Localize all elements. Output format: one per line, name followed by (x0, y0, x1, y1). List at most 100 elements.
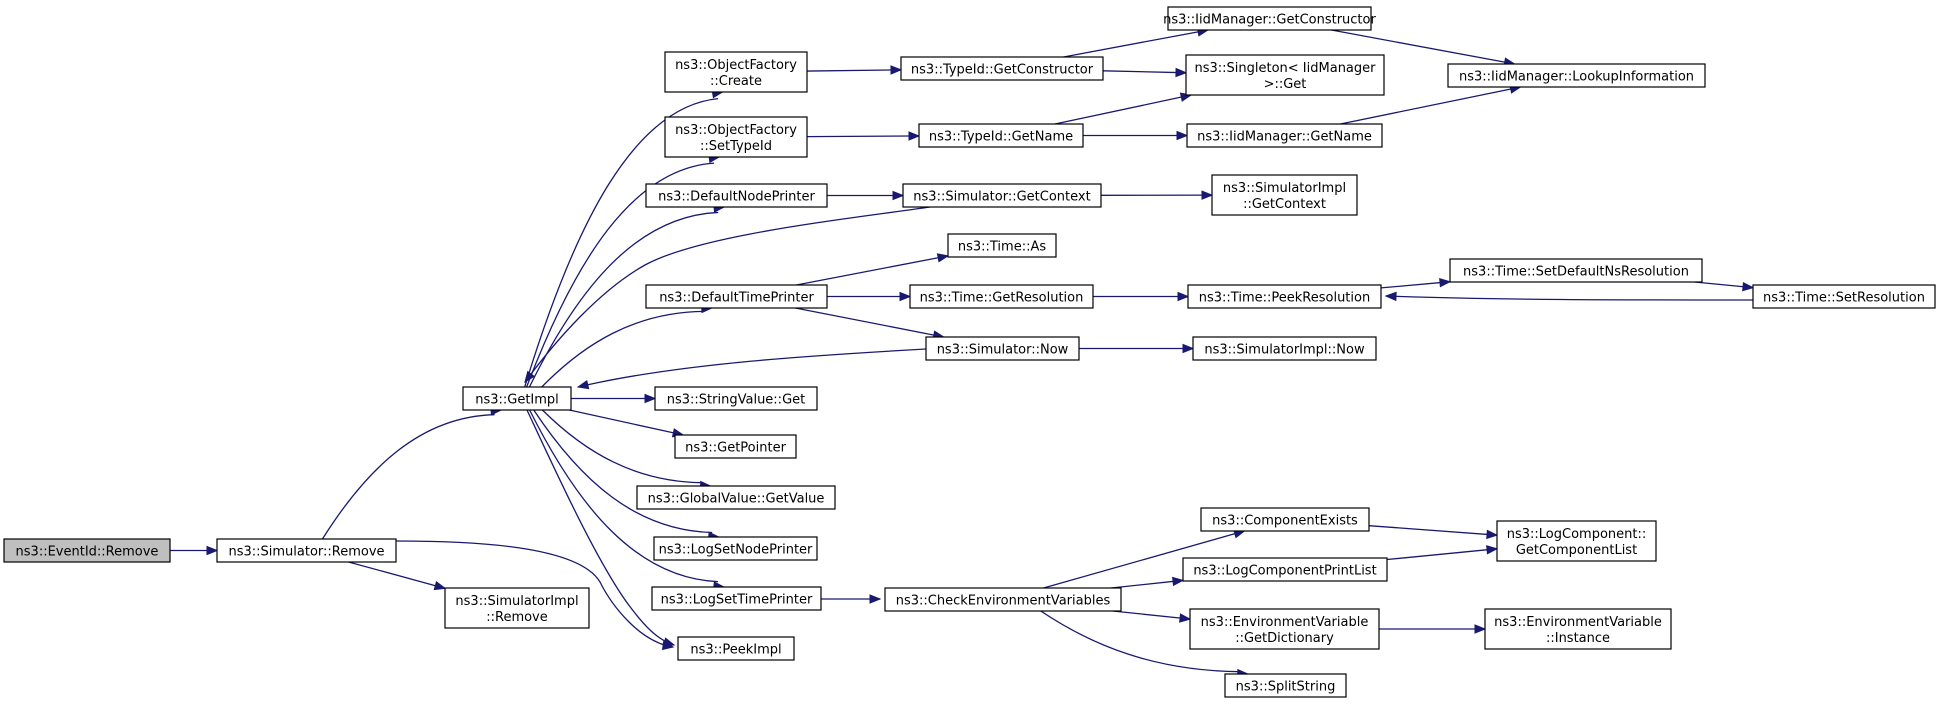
node-label: ::Remove (486, 610, 548, 625)
node-simulator_getcontext[interactable]: ns3::Simulator::GetContext (902, 183, 1102, 208)
node-box (653, 536, 818, 561)
node-simulator_remove[interactable]: ns3::Simulator::Remove (216, 538, 397, 563)
node-time_getresolution[interactable]: ns3::Time::GetResolution (909, 284, 1094, 309)
node-box (900, 56, 1104, 81)
node-box (1182, 557, 1388, 582)
edge-time_getresolution-to-time_peekresolution (1093, 291, 1190, 302)
node-iidmanager_lookupinformation[interactable]: ns3::IidManager::LookupInformation (1447, 63, 1706, 88)
node-label: ns3::CheckEnvironmentVariables (896, 594, 1111, 609)
node-typeid_getname[interactable]: ns3::TypeId::GetName (918, 123, 1084, 148)
node-box (947, 233, 1057, 258)
edge-time_setresolution-to-time_peekresolution (1384, 291, 1754, 302)
node-splitstring[interactable]: ns3::SplitString (1224, 673, 1347, 698)
node-box (1192, 336, 1377, 361)
node-simulator_now[interactable]: ns3::Simulator::Now (925, 336, 1080, 361)
node-simulatorimpl_remove[interactable]: ns3::SimulatorImpl::Remove (444, 587, 590, 629)
edge-defaulttimeprinter-to-time_getresolution (827, 291, 912, 302)
node-objectfactory_settypeid[interactable]: ns3::ObjectFactory::SetTypeId (664, 116, 808, 158)
node-box (884, 587, 1122, 612)
node-box (1449, 258, 1703, 283)
node-simulatorimpl_now[interactable]: ns3::SimulatorImpl::Now (1192, 336, 1377, 361)
edge-getimpl-to-defaulttimeprinter (541, 303, 714, 388)
node-label: ns3::DefaultTimePrinter (659, 291, 814, 306)
edge-getimpl-to-stringvalue_get (571, 393, 657, 404)
node-envvar_getdictionary[interactable]: ns3::EnvironmentVariable::GetDictionary (1189, 608, 1380, 650)
node-label: ns3::Time::PeekResolution (1199, 291, 1370, 306)
node-checkenvironmentvariables[interactable]: ns3::CheckEnvironmentVariables (884, 587, 1122, 612)
node-label: ns3::IidManager::LookupInformation (1459, 70, 1694, 85)
node-defaulttimeprinter[interactable]: ns3::DefaultTimePrinter (645, 284, 828, 309)
node-box (1189, 608, 1380, 650)
node-envvar_instance[interactable]: ns3::EnvironmentVariable::Instance (1484, 608, 1672, 650)
node-iidmanager_getconstructor[interactable]: ns3::IidManager::GetConstructor (1163, 6, 1376, 31)
node-logcomponentprintlist[interactable]: ns3::LogComponentPrintList (1182, 557, 1388, 582)
edge-checkenvironmentvariables-to-envvar_getdictionary (1112, 610, 1192, 623)
node-iidmanager_getname[interactable]: ns3::IidManager::GetName (1186, 123, 1383, 148)
edge-defaultnodeprinter-to-simulator_getcontext (827, 190, 905, 201)
node-peekimpl[interactable]: ns3::PeekImpl (677, 636, 795, 661)
node-label: ns3::Time::SetResolution (1763, 291, 1925, 306)
edge-objectfactory_create-to-typeid_getconstructor (806, 65, 903, 75)
edge-componentexists-to-logcomponent_getcomponentlist (1368, 525, 1499, 540)
node-label: ns3::LogSetNodePrinter (659, 543, 813, 558)
node-time_as[interactable]: ns3::Time::As (947, 233, 1057, 258)
node-box (918, 123, 1084, 148)
edge-checkenvironmentvariables-to-logcomponentprintlist (1111, 576, 1185, 589)
node-label: ns3::EnvironmentVariable (1201, 615, 1369, 630)
node-label: ns3::PeekImpl (690, 643, 781, 658)
node-box (1167, 6, 1372, 31)
edge-envvar_getdictionary-to-envvar_instance (1379, 624, 1487, 634)
node-box (645, 284, 828, 309)
edge-simulator_remove-to-simulatorimpl_remove (348, 561, 447, 591)
node-time_peekresolution[interactable]: ns3::Time::PeekResolution (1187, 284, 1382, 309)
edge-simulator_now-to-simulatorimpl_now (1079, 343, 1195, 354)
edge-typeid_getconstructor-to-singleton_get (1102, 67, 1188, 78)
node-box (674, 434, 797, 459)
edge-getimpl-to-peekimpl (526, 409, 676, 647)
edge-defaulttimeprinter-to-simulator_now (795, 307, 945, 340)
node-box (677, 636, 795, 661)
node-logcomponent_getcomponentlist[interactable]: ns3::LogComponent::GetComponentList (1496, 520, 1657, 562)
node-label: ns3::IidManager::GetConstructor (1163, 13, 1376, 28)
node-time_setresolution[interactable]: ns3::Time::SetResolution (1752, 284, 1936, 309)
node-label: ::Instance (1546, 631, 1610, 646)
node-box (925, 336, 1080, 361)
node-eventid_remove[interactable]: ns3::EventId::Remove (3, 538, 171, 563)
node-label: ns3::Time::As (958, 240, 1047, 255)
node-label: ns3::ComponentExists (1212, 514, 1358, 529)
node-label: ns3::Time::GetResolution (920, 291, 1084, 306)
node-singleton_get[interactable]: ns3::Singleton< IidManager >::Get (1185, 54, 1385, 96)
edge-logcomponentprintlist-to-logcomponent_getcomponentlist (1386, 545, 1499, 561)
node-box (645, 183, 828, 208)
node-logsettimeprinter[interactable]: ns3::LogSetTimePrinter (651, 586, 822, 611)
node-getpointer[interactable]: ns3::GetPointer (674, 434, 797, 459)
node-componentexists[interactable]: ns3::ComponentExists (1200, 507, 1370, 532)
node-box (636, 485, 836, 510)
node-stringvalue_get[interactable]: ns3::StringValue::Get (654, 386, 818, 411)
node-logsetnodeprinter[interactable]: ns3::LogSetNodePrinter (653, 536, 818, 561)
node-globalvalue_getvalue[interactable]: ns3::GlobalValue::GetValue (636, 485, 836, 510)
edge-typeid_getname-to-singleton_get (1054, 92, 1193, 125)
node-label: ns3::GlobalValue::GetValue (648, 492, 825, 507)
node-getimpl[interactable]: ns3::GetImpl (462, 386, 572, 411)
node-label: ns3::StringValue::Get (667, 393, 805, 408)
edge-simulator_remove-to-getimpl (321, 406, 503, 540)
edge-getimpl-to-logsetnodeprinter (533, 409, 721, 541)
node-label: ns3::SplitString (1236, 680, 1336, 695)
edge-simulator_getcontext-to-getimpl (524, 206, 931, 384)
edge-simulator_now-to-getimpl (576, 348, 927, 390)
node-label: ns3::Simulator::Now (937, 343, 1069, 358)
node-box (1752, 284, 1936, 309)
node-box (462, 386, 572, 411)
node-label: ns3::EventId::Remove (16, 545, 159, 560)
node-typeid_getconstructor[interactable]: ns3::TypeId::GetConstructor (900, 56, 1104, 81)
node-simulatorimpl_getcontext[interactable]: ns3::SimulatorImpl::GetContext (1211, 174, 1358, 216)
node-label: ns3::Simulator::Remove (228, 545, 384, 560)
node-defaultnodeprinter[interactable]: ns3::DefaultNodePrinter (645, 183, 828, 208)
node-box (1200, 507, 1370, 532)
node-objectfactory_create[interactable]: ns3::ObjectFactory::Create (664, 51, 808, 93)
edge-typeid_getconstructor-to-iidmanager_getconstructor (1063, 27, 1210, 58)
node-box (651, 586, 822, 611)
node-time_setdefaultnsresolution[interactable]: ns3::Time::SetDefaultNsResolution (1449, 258, 1703, 283)
